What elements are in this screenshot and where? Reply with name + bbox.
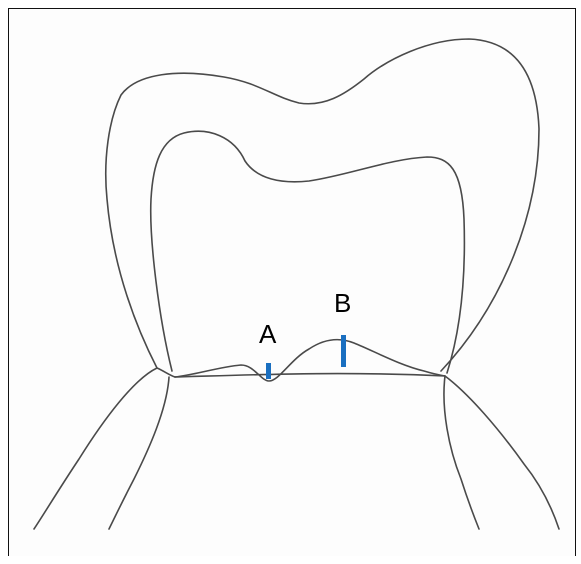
right-root-outer [445, 376, 559, 529]
label-b: B [334, 290, 351, 316]
outer-contour [106, 39, 539, 371]
marker-a [266, 363, 271, 379]
tooth-sketch [9, 9, 577, 557]
right-root-inner [444, 376, 479, 529]
marker-b [341, 335, 346, 367]
label-a: A [259, 321, 276, 347]
left-root-outer [34, 368, 157, 529]
left-root-inner [109, 377, 169, 529]
base-line [175, 374, 445, 377]
inner-contour [151, 131, 465, 373]
diagram-frame: A B [8, 8, 576, 556]
